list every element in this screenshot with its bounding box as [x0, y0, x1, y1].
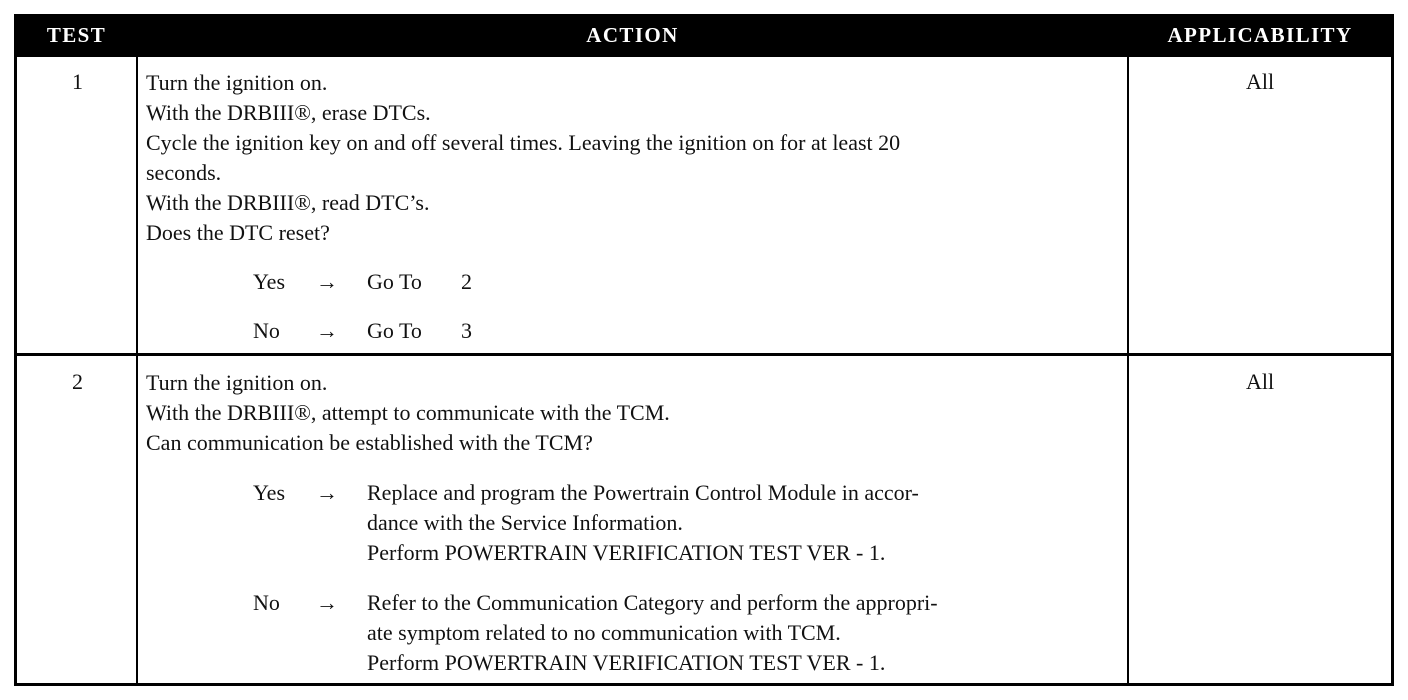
diagnostic-test-table: TEST ACTION APPLICABILITY 1 All Turn the… — [14, 14, 1394, 686]
row-divider — [17, 353, 1391, 356]
goto-number: 3 — [461, 318, 472, 343]
header-action: ACTION — [586, 23, 679, 47]
goto-target: Go To 3 — [367, 316, 472, 346]
action-line: With the DRBIII®, erase DTCs. — [146, 100, 431, 125]
result-line: dance with the Service Information. — [367, 510, 683, 535]
table-header-row: TEST ACTION APPLICABILITY — [17, 17, 1391, 57]
arrow-right-icon: → — [316, 590, 338, 615]
option-result-text: Replace and program the Powertrain Contr… — [367, 478, 1123, 568]
row-1-applicability: All — [1245, 69, 1275, 94]
option-label: Yes — [253, 269, 286, 294]
goto-number: 2 — [461, 269, 472, 294]
row-2-test-number: 2 — [72, 369, 83, 394]
goto-text: Go To — [367, 318, 422, 343]
row-1-test-number: 1 — [72, 69, 83, 94]
row-2-action-steps: Turn the ignition on. With the DRBIII®, … — [146, 368, 1126, 458]
action-line: Does the DTC reset? — [146, 220, 330, 245]
action-line: With the DRBIII®, attempt to communicate… — [146, 400, 670, 425]
option-label: No — [253, 590, 280, 615]
action-line: With the DRBIII®, read DTC’s. — [146, 190, 430, 215]
row-2-applicability: All — [1245, 369, 1275, 394]
result-line: Refer to the Communication Category and … — [367, 590, 938, 615]
action-line: Turn the ignition on. — [146, 70, 328, 95]
row-1-action-steps: Turn the ignition on. With the DRBIII®, … — [146, 68, 1126, 248]
result-line: ate symptom related to no communication … — [367, 620, 841, 645]
goto-target: Go To 2 — [367, 267, 472, 297]
option-label: No — [253, 318, 280, 343]
option-result-text: Refer to the Communication Category and … — [367, 588, 1123, 678]
arrow-right-icon: → — [316, 480, 338, 505]
result-line: Replace and program the Powertrain Contr… — [367, 480, 919, 505]
column-divider-applicability — [1127, 57, 1129, 683]
arrow-right-icon: → — [316, 318, 338, 343]
header-applicability: APPLICABILITY — [1167, 23, 1353, 47]
action-line: Cycle the ignition key on and off severa… — [146, 130, 901, 155]
option-label: Yes — [253, 480, 286, 505]
action-line: Can communication be established with th… — [146, 430, 593, 455]
arrow-right-icon: → — [316, 269, 338, 294]
column-divider-test — [136, 57, 138, 683]
result-line: Perform POWERTRAIN VERIFICATION TEST VER… — [367, 540, 886, 565]
header-test: TEST — [46, 23, 107, 47]
action-line: seconds. — [146, 160, 222, 185]
action-line: Turn the ignition on. — [146, 370, 328, 395]
result-line: Perform POWERTRAIN VERIFICATION TEST VER… — [367, 650, 886, 675]
goto-text: Go To — [367, 269, 422, 294]
